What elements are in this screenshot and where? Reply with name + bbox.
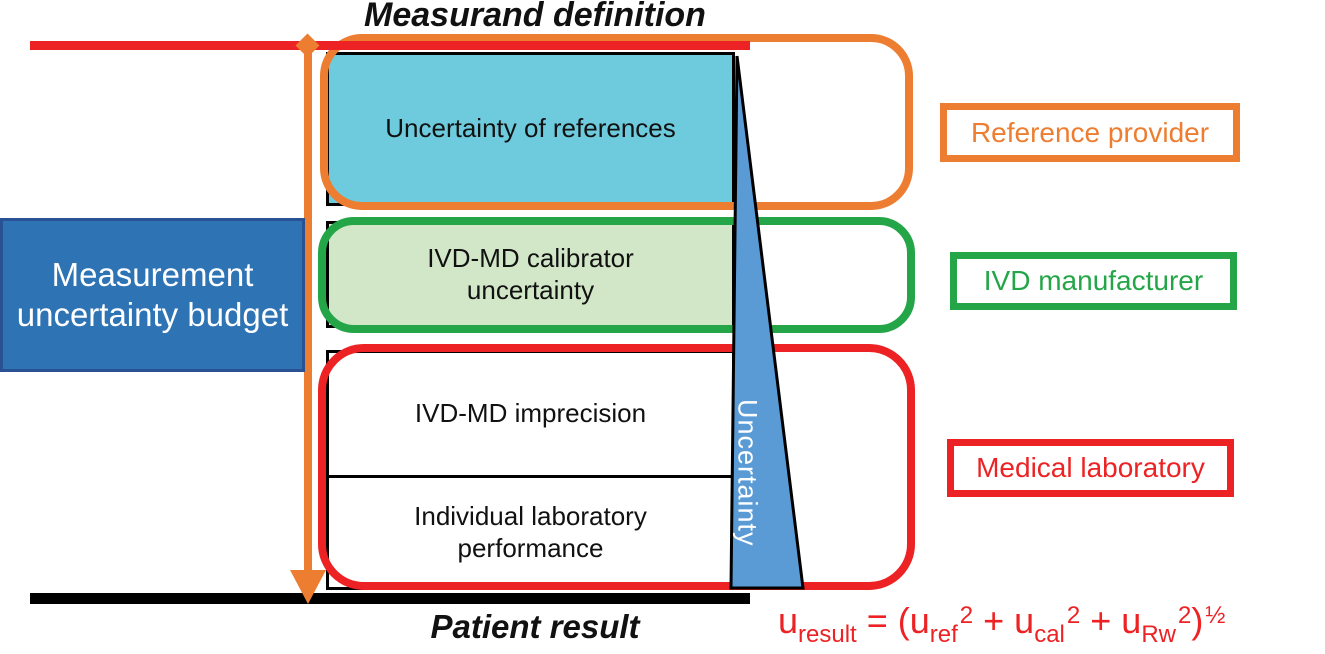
stack-box-individual-laboratory-performance: Individual laboratory performance — [326, 475, 735, 590]
measurand-definition-line — [30, 41, 750, 50]
group-outline-ivd-manufacturer — [318, 217, 915, 333]
legend-reference-provider: Reference provider — [940, 103, 1240, 162]
legend-label: Medical laboratory — [976, 452, 1205, 483]
budget-box-label: Measurement uncertainty budget — [16, 256, 289, 333]
patient-result-label: Patient result — [430, 608, 640, 645]
legend-medical-laboratory: Medical laboratory — [947, 439, 1234, 497]
group-outline-reference-provider — [320, 34, 913, 210]
measurement-uncertainty-budget-box: Measurement uncertainty budget — [0, 218, 305, 372]
down-arrow-head-icon — [290, 570, 326, 604]
measurand-definition-title: Measurand definition — [364, 0, 706, 34]
stack-box-label: Uncertainty of references — [385, 113, 676, 144]
formula-u-result: u — [778, 600, 799, 641]
uncertainty-formula: uresult = (uref2 + ucal2 + uRw2)½ — [778, 600, 1226, 648]
stack-box-ivd-md-imprecision: IVD-MD imprecision — [326, 350, 735, 475]
legend-label: Reference provider — [970, 116, 1210, 148]
legend-label: IVD manufacturer — [983, 265, 1204, 296]
budget-arrow-shaft — [304, 44, 312, 576]
patient-result-line — [30, 593, 750, 604]
stack-box-uncertainty-of-references: Uncertainty of references — [326, 52, 735, 206]
stack-box-label: IVD-MD imprecision — [414, 398, 647, 429]
uncertainty-wedge — [729, 55, 805, 590]
uncertainty-wedge-label: Uncertainty — [732, 398, 763, 547]
arrow-diamond-cap-icon — [295, 33, 320, 58]
group-outline-medical-laboratory — [318, 344, 915, 590]
legend-ivd-manufacturer: IVD manufacturer — [950, 252, 1237, 310]
stack-box-label: Individual laboratory performance — [414, 501, 647, 563]
stack-box-label: IVD-MD calibrator uncertainty — [427, 243, 634, 305]
